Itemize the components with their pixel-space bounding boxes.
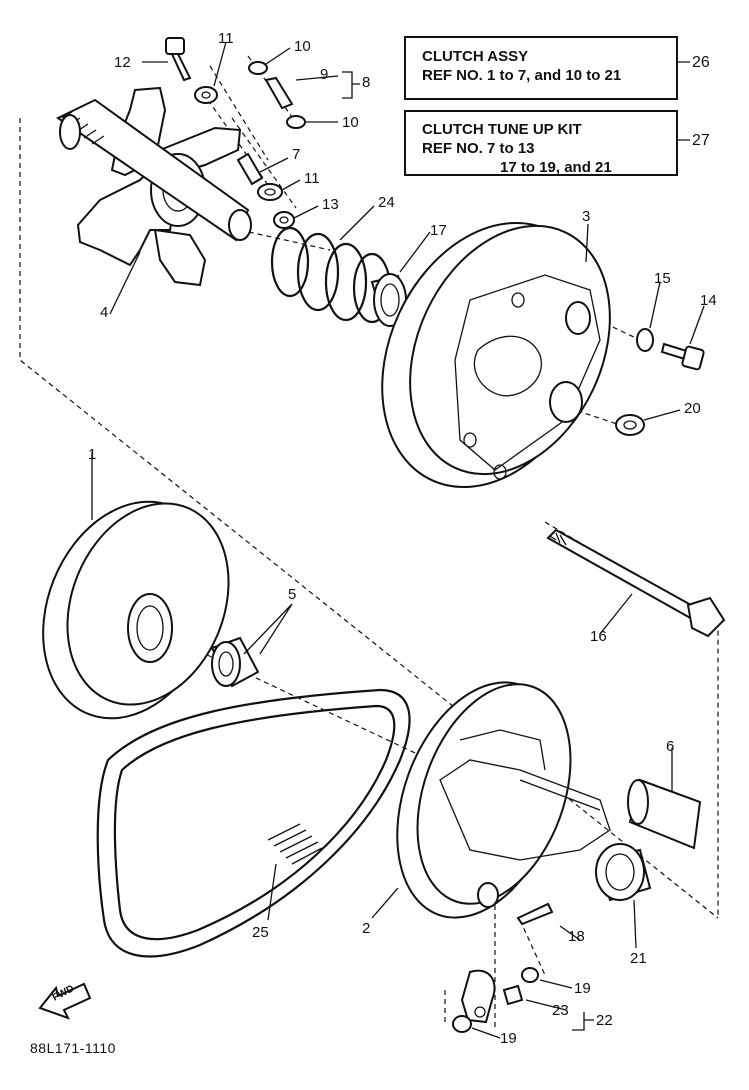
shaft-axis-line	[149, 627, 431, 761]
clutch-assy-ref: REF NO. 1 to 7, and 10 to 21	[422, 67, 622, 84]
part-3-cover	[381, 221, 611, 489]
callout-18: 18	[568, 928, 585, 945]
tune-up-kit-ref: REF NO. 7 to 13	[422, 140, 535, 157]
washer-11-top	[194, 86, 218, 104]
callout-10-bottom: 10	[342, 114, 359, 131]
lower-guides	[444, 905, 546, 1030]
callout-14: 14	[700, 292, 717, 309]
diagram-code: 88L171-1110	[30, 1040, 116, 1056]
callout-4: 4	[100, 304, 109, 321]
callout-24: 24	[378, 194, 395, 211]
callout-8: 8	[362, 74, 371, 91]
washer-11-bottom	[257, 183, 283, 201]
small-hardware-top	[165, 37, 306, 229]
callout-17: 17	[430, 222, 447, 239]
tune-up-kit-box: CLUTCH TUNE UP KIT REF NO. 7 to 13 17 to…	[404, 110, 678, 176]
washer-10-bottom	[286, 115, 306, 129]
tune-up-kit-title: CLUTCH TUNE UP KIT	[422, 121, 582, 138]
callout-2: 2	[362, 920, 371, 937]
tune-up-kit-ref-cont: 17 to 19, and 21	[500, 159, 612, 176]
bolt-14-head	[681, 345, 705, 371]
part-21-bushing	[595, 843, 652, 902]
part-25-v-belt	[96, 688, 411, 958]
pin-dashed-guides	[207, 55, 301, 209]
callout-6: 6	[666, 738, 675, 755]
callout-11-bottom: 11	[304, 170, 320, 187]
callout-12: 12	[114, 54, 131, 71]
clutch-assy-box: CLUTCH ASSY REF NO. 1 to 7, and 10 to 21	[404, 36, 678, 100]
part-24-spring	[270, 226, 392, 324]
callout-7: 7	[292, 146, 301, 163]
part-1-fixed-sheave	[42, 500, 230, 720]
pin-7	[236, 152, 264, 186]
callout-19-bottom: 19	[500, 1030, 517, 1047]
pin-18	[516, 902, 554, 926]
callout-13: 13	[322, 196, 339, 213]
callout-16: 16	[590, 628, 607, 645]
callout-26: 26	[692, 54, 710, 71]
callout-23: 23	[552, 1002, 569, 1019]
pin-9	[264, 76, 294, 110]
clutch-assy-title: CLUTCH ASSY	[422, 48, 529, 65]
bolt-12-shank	[170, 53, 192, 82]
washer-19-bottom	[452, 1015, 472, 1033]
parts-14-15-20	[615, 328, 705, 436]
fwd-arrow-icon	[38, 982, 92, 1020]
washer-15	[636, 328, 654, 352]
callout-5: 5	[288, 586, 297, 603]
bolt-12-head	[165, 37, 185, 55]
callout-22: 22	[596, 1012, 613, 1029]
callout-21: 21	[630, 950, 647, 967]
callout-1: 1	[88, 446, 97, 463]
weight-arm-22	[460, 969, 496, 1024]
part-4-spider-hub	[56, 86, 252, 287]
part-16-long-bolt	[546, 528, 726, 638]
callout-10-top: 10	[294, 38, 311, 55]
bushing-23	[502, 984, 524, 1006]
washer-19-top	[521, 967, 539, 983]
washer-20	[615, 414, 645, 436]
callout-20: 20	[684, 400, 701, 417]
nut-13	[273, 211, 295, 229]
callout-9: 9	[320, 66, 329, 83]
part-6-roller	[627, 778, 702, 850]
part-2-movable-sheave	[396, 681, 611, 919]
callout-11-top: 11	[218, 30, 234, 47]
leader-lines	[91, 41, 705, 1039]
part-5-bushing	[210, 636, 260, 688]
callout-3: 3	[582, 208, 591, 225]
callout-19-top: 19	[574, 980, 591, 997]
parts-18-19-22-23	[452, 902, 554, 1033]
callout-27: 27	[692, 132, 710, 149]
washer-10-top	[248, 61, 268, 75]
callout-15: 15	[654, 270, 671, 287]
callout-25: 25	[252, 924, 269, 941]
